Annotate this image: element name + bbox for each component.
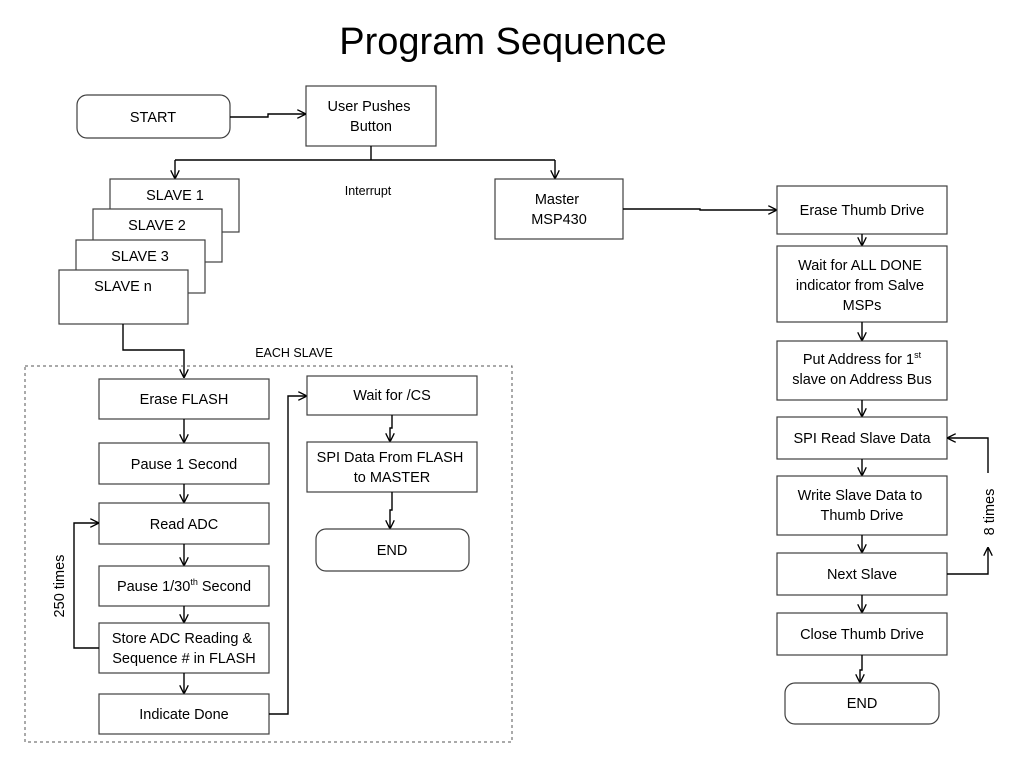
erase-flash-node: [98, 378, 270, 420]
master-node: [494, 178, 624, 240]
put-address-node: [776, 340, 948, 401]
spi-read-node: [776, 416, 948, 460]
next-slave-label: Next Slave: [827, 567, 897, 583]
erase-thumb-label: Erase Thumb Drive: [800, 203, 925, 219]
end-slave-node: [315, 528, 470, 572]
connector-spi-to-end: [390, 492, 392, 528]
pause-1-second-label: Pause 1 Second: [131, 457, 237, 473]
page-title: Program Sequence: [339, 21, 666, 63]
loop-8-label: 8 times: [982, 489, 998, 536]
spi-data-node: [306, 441, 478, 493]
store-adc-node: [98, 622, 270, 674]
connector-slave-to-each: [122, 324, 184, 377]
pause-30th-label: Pause 1/30th Second: [117, 577, 251, 595]
wait-cs-label: Wait for /CS: [353, 388, 431, 404]
wait-all-done-label: Wait for ALL DONE indicator from Salve M…: [796, 258, 928, 314]
each-slave-label: EACH SLAVE: [255, 346, 333, 360]
master-label: Master MSP430: [531, 192, 587, 228]
wait-cs-node: [306, 375, 478, 416]
indicate-done-label: Indicate Done: [139, 707, 228, 723]
end-slave-label: END: [377, 543, 408, 559]
indicate-done-node: [98, 693, 270, 735]
slave-1-label: SLAVE 1: [146, 188, 204, 204]
connector-master-to-erase: [623, 209, 776, 210]
wait-all-done-node: [776, 245, 948, 323]
connector-start-to-user: [230, 114, 305, 117]
erase-flash-label: Erase FLASH: [140, 392, 229, 408]
interrupt-label: Interrupt: [345, 184, 392, 198]
close-thumb-label: Close Thumb Drive: [800, 627, 924, 643]
spi-data-label: SPI Data From FLASH to MASTER: [317, 450, 468, 486]
end-master-node: [784, 682, 940, 725]
next-slave-node: [776, 552, 948, 596]
store-adc-label: Store ADC Reading & Sequence # in FLASH: [112, 631, 256, 667]
start-label: START: [130, 110, 176, 126]
read-adc-label: Read ADC: [150, 517, 219, 533]
connector-close-to-end: [860, 655, 862, 682]
pause-1-second-node: [98, 442, 270, 485]
connector-indicate-to-wait: [269, 396, 306, 715]
slave-3-label: SLAVE 3: [111, 249, 169, 265]
connector-user-split: [175, 146, 555, 161]
slave-n-node: [58, 269, 189, 325]
end-master-label: END: [847, 696, 878, 712]
loop-8-connector: [947, 548, 988, 575]
close-thumb-node: [776, 612, 948, 656]
pause-30th-node: [98, 565, 270, 607]
spi-read-label: SPI Read Slave Data: [793, 431, 931, 447]
write-slave-label: Write Slave Data to Thumb Drive: [798, 488, 927, 524]
loop-250-connector: [73, 523, 99, 649]
write-slave-node: [776, 475, 948, 536]
loop-8-connector-top: [948, 438, 989, 473]
loop-250-label: 250 times: [52, 555, 68, 618]
each-slave-container: [24, 365, 513, 743]
slave-n-label: SLAVE n: [94, 279, 152, 295]
user-pushes-button-label: User Pushes Button: [327, 99, 414, 135]
slave-2-label: SLAVE 2: [128, 218, 186, 234]
user-pushes-button-node: [305, 85, 437, 147]
connector-wait-to-spi: [390, 415, 392, 441]
